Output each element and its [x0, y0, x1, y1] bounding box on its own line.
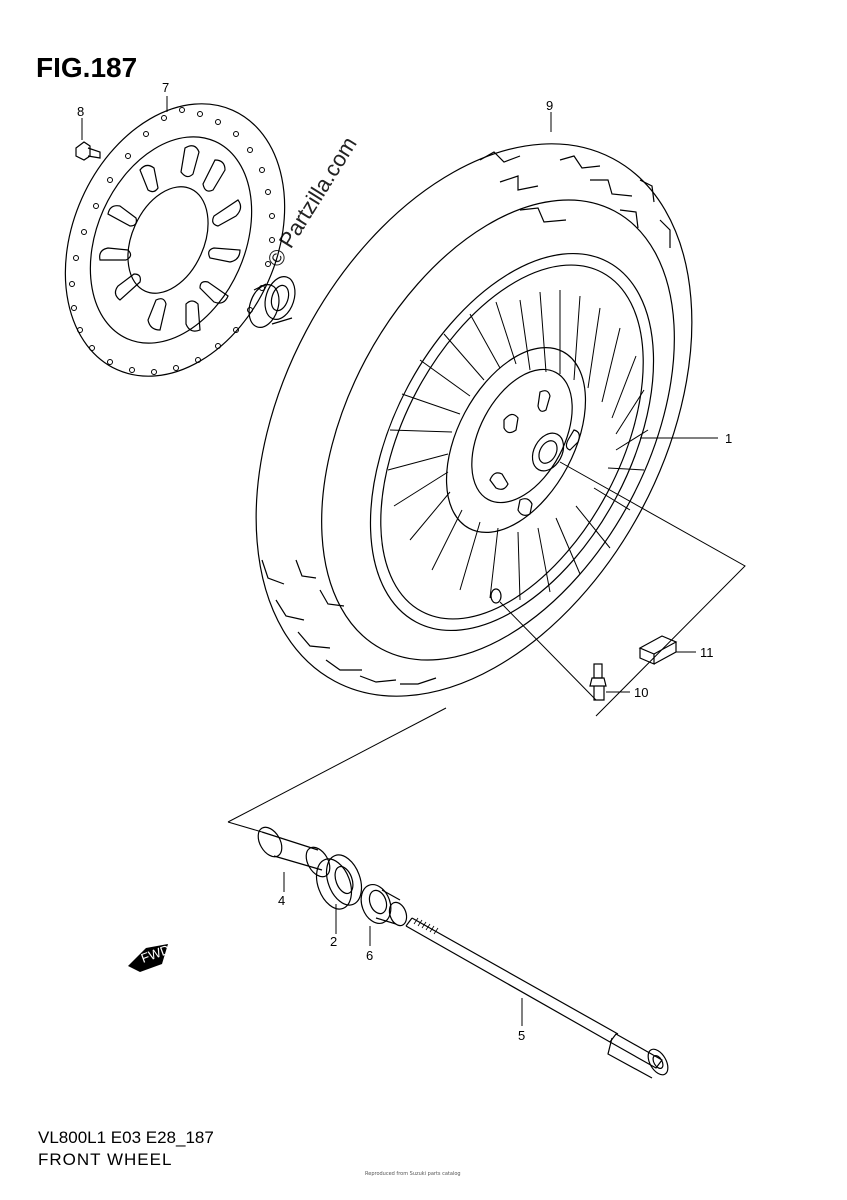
callout-4[interactable]: 4 — [278, 893, 285, 908]
disc-drill-holes — [69, 107, 275, 375]
disc-bolt[interactable] — [75, 141, 101, 161]
valve-hole — [490, 588, 502, 604]
axle[interactable] — [405, 917, 672, 1079]
callout-1[interactable]: 1 — [725, 431, 732, 446]
hub-windows — [489, 390, 580, 516]
collar[interactable] — [356, 880, 410, 928]
forward-direction-arrow-icon: FWD — [128, 942, 172, 972]
callout-6[interactable]: 6 — [366, 948, 373, 963]
model-code: VL800L1 E03 E28_187 — [38, 1128, 214, 1147]
callout-8[interactable]: 8 — [77, 104, 84, 119]
callout-11[interactable]: 11 — [700, 645, 714, 660]
tire[interactable] — [167, 69, 780, 770]
callout-10[interactable]: 10 — [634, 685, 648, 700]
tread-pattern — [261, 151, 671, 685]
callout-7[interactable]: 7 — [162, 80, 169, 95]
callout-2[interactable]: 2 — [330, 934, 337, 949]
bearing-lower[interactable] — [310, 850, 368, 914]
callout-numbers: 1 2 4 5 6 7 8 9 10 11 — [77, 80, 732, 1043]
assembly-guide-lines — [227, 461, 746, 833]
footer-fine-print: Reproduced from Suzuki parts catalog — [365, 1171, 461, 1177]
callout-9[interactable]: 9 — [546, 98, 553, 113]
callout-5[interactable]: 5 — [518, 1028, 525, 1043]
valve-cap[interactable] — [638, 635, 678, 665]
wheel-rim[interactable] — [312, 206, 712, 677]
bearing-upper[interactable] — [244, 273, 300, 331]
figure-title: FIG.187 — [36, 52, 138, 83]
wheel-spokes — [387, 290, 649, 601]
disc-cutouts — [99, 145, 242, 332]
leader-lines — [81, 96, 718, 1026]
brake-disc[interactable] — [24, 69, 326, 411]
section-name: FRONT WHEEL — [38, 1150, 173, 1169]
tire-valve[interactable] — [589, 663, 607, 701]
spacer[interactable] — [253, 823, 334, 881]
